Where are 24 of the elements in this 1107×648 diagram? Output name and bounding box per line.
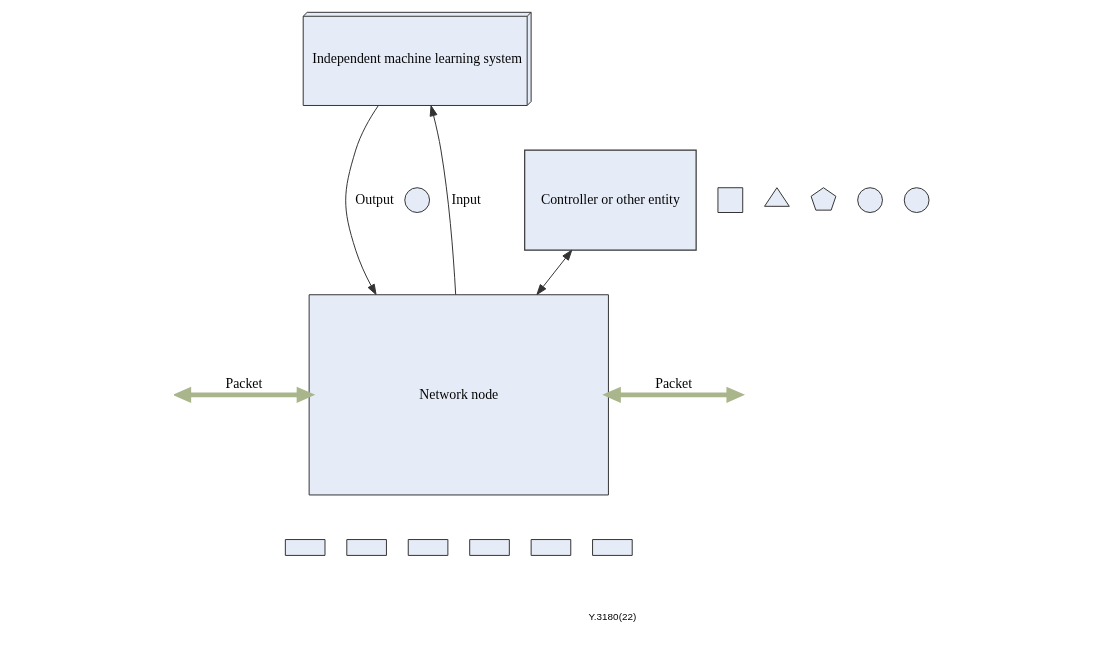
- node-box: [717, 187, 744, 213]
- arrow: [345, 105, 379, 295]
- node-box: [592, 539, 633, 556]
- edge-label: Output: [355, 191, 394, 207]
- node-circle: [857, 187, 883, 213]
- node-box: Network node: [308, 294, 609, 496]
- arrow: [536, 249, 573, 295]
- arrow: [174, 386, 316, 403]
- node-box: [469, 539, 510, 556]
- node-pentagon: [810, 187, 837, 211]
- node-triangle: [764, 187, 790, 207]
- node-box: [284, 539, 326, 556]
- label: Y.3180(22): [588, 611, 637, 623]
- node-box: Controller or other entity: [524, 149, 697, 251]
- node-box: [530, 539, 572, 556]
- node-box: [346, 539, 387, 556]
- node-box: [407, 539, 449, 556]
- node-circle: [404, 187, 431, 213]
- arrow: [429, 105, 457, 296]
- node-circle: [903, 187, 930, 213]
- arrow: [602, 386, 745, 403]
- edge-label: Packet: [225, 376, 263, 392]
- edge-label: Packet: [655, 376, 693, 392]
- edge-label: Input: [451, 191, 481, 207]
